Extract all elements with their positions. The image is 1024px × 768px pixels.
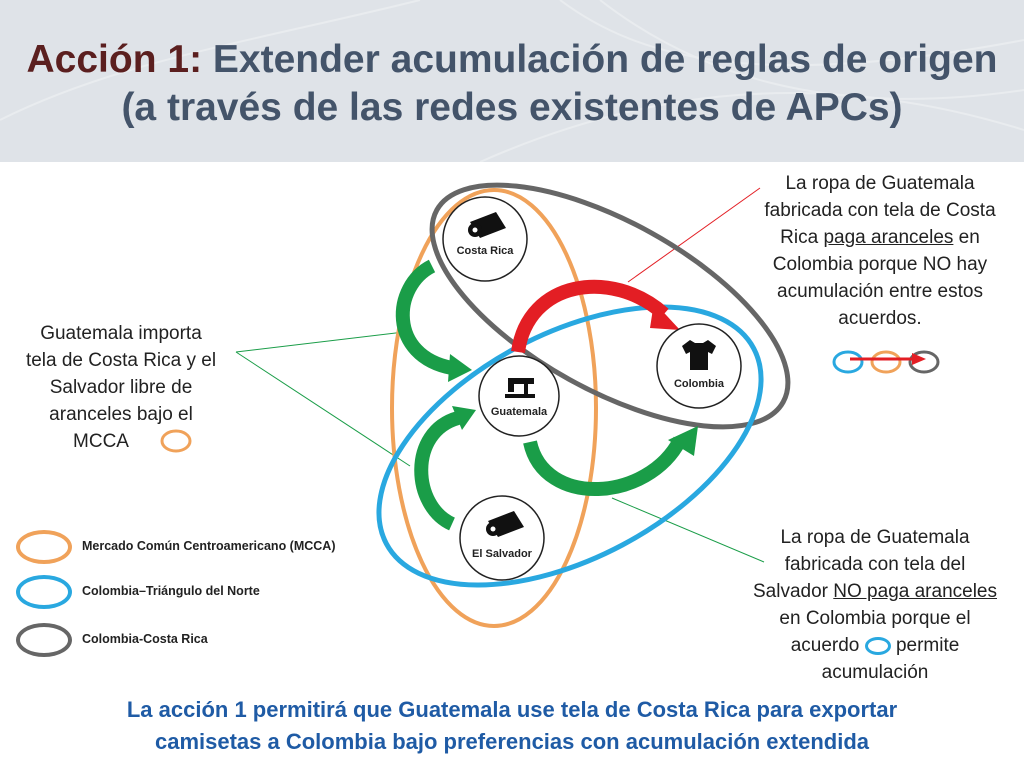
node-guatemala: Guatemala	[478, 355, 560, 437]
left-annotation-line: aranceles bajo el	[49, 404, 193, 425]
right-top-connector	[627, 187, 761, 283]
mcca-inline-symbol	[160, 429, 192, 453]
legend-label: Mercado Común Centroamericano (MCCA)	[82, 539, 336, 553]
legend-label: Colombia-Costa Rica	[82, 632, 208, 646]
legend-swatch	[16, 530, 72, 564]
annotation-line: en Colombia porque el	[779, 608, 971, 629]
left-annotation: Guatemala importa tela de Costa Rica y e…	[14, 320, 228, 455]
title-accent: Acción 1:	[26, 38, 203, 81]
left-connector-bottom	[235, 351, 411, 467]
no-accumulation-symbol	[832, 350, 940, 374]
annotation-line: Colombia porque NO hay	[772, 254, 988, 275]
el-salvador-circle	[459, 495, 545, 581]
sewing-machine-icon	[505, 378, 535, 398]
annotation-text: en	[953, 227, 980, 248]
node-costa-rica: Costa Rica	[442, 196, 528, 282]
legend-swatch	[16, 575, 72, 609]
bottom-statement: La acción 1 permitirá que Guatemala use …	[20, 694, 1004, 758]
annotation-line: La ropa de Guatemala	[780, 527, 970, 548]
slide-title: Acción 1: Extender acumulación de reglas…	[0, 36, 1024, 132]
colombia-tn-inline-symbol	[864, 636, 891, 655]
annotation-line: Salvador NO paga aranceles	[742, 578, 1008, 605]
annotation-line: fabricada con tela de Costa	[764, 200, 996, 221]
title-banner: Acción 1: Extender acumulación de reglas…	[0, 0, 1024, 162]
legend-label: Colombia–Triángulo del Norte	[82, 584, 260, 598]
header-decoration	[0, 0, 1024, 162]
title-line2: (a través de las redes existentes de APC…	[121, 86, 903, 129]
guatemala-label: Guatemala	[491, 406, 548, 418]
annotation-text: Salvador	[753, 581, 834, 602]
bottom-line: camisetas a Colombia bajo preferencias c…	[154, 729, 870, 754]
right-bottom-connector	[611, 497, 765, 563]
legend-swatch	[16, 623, 72, 657]
annotation-line: La ropa de Guatemala	[785, 173, 975, 194]
right-top-annotation: La ropa de Guatemala fabricada con tela …	[742, 170, 1018, 332]
costa-rica-label: Costa Rica	[457, 245, 515, 257]
node-el-salvador: El Salvador	[459, 495, 545, 581]
underlined-text: paga aranceles	[823, 227, 954, 248]
annotation-line: acuerdo permite	[742, 632, 1008, 659]
green-arrow-el-salvador-guatemala	[414, 406, 476, 531]
bottom-line: La acción 1 permitirá que Guatemala use …	[126, 697, 898, 722]
left-annotation-line: Salvador libre de	[49, 377, 193, 398]
mcca-ellipse	[390, 188, 598, 628]
node-colombia: Colombia	[656, 323, 742, 409]
red-arrow-guatemala-colombia	[511, 279, 680, 354]
title-line1: Extender acumulación de reglas de origen	[202, 38, 998, 81]
annotation-text: acuerdo	[790, 635, 860, 656]
t-shirt-icon	[682, 340, 716, 370]
green-arrow-guatemala-colombia	[523, 426, 698, 496]
annotation-text: permite	[895, 635, 960, 656]
colombia-costa-rica-ellipse	[429, 182, 791, 430]
right-bottom-annotation: La ropa de Guatemala fabricada con tela …	[742, 524, 1008, 686]
green-arrow-costa-rica-guatemala	[395, 259, 472, 382]
left-annotation-line: MCCA	[73, 431, 129, 452]
fabric-roll-icon	[486, 511, 524, 537]
costa-rica-circle	[442, 196, 528, 282]
left-connector-top	[235, 331, 405, 353]
annotation-line: Rica paga aranceles en	[742, 224, 1018, 251]
colombia-label: Colombia	[674, 378, 725, 390]
annotation-text: Rica	[780, 227, 824, 248]
annotation-line: fabricada con tela del	[784, 554, 966, 575]
annotation-line: acuerdos.	[838, 308, 922, 329]
underlined-text: NO paga aranceles	[833, 581, 997, 602]
left-annotation-line: Guatemala importa	[40, 323, 202, 344]
annotation-line: acumulación entre estos	[777, 281, 983, 302]
left-annotation-line: tela de Costa Rica y el	[25, 350, 217, 371]
el-salvador-label: El Salvador	[472, 548, 533, 560]
fabric-roll-icon	[468, 212, 506, 238]
annotation-line: acumulación	[821, 662, 929, 683]
